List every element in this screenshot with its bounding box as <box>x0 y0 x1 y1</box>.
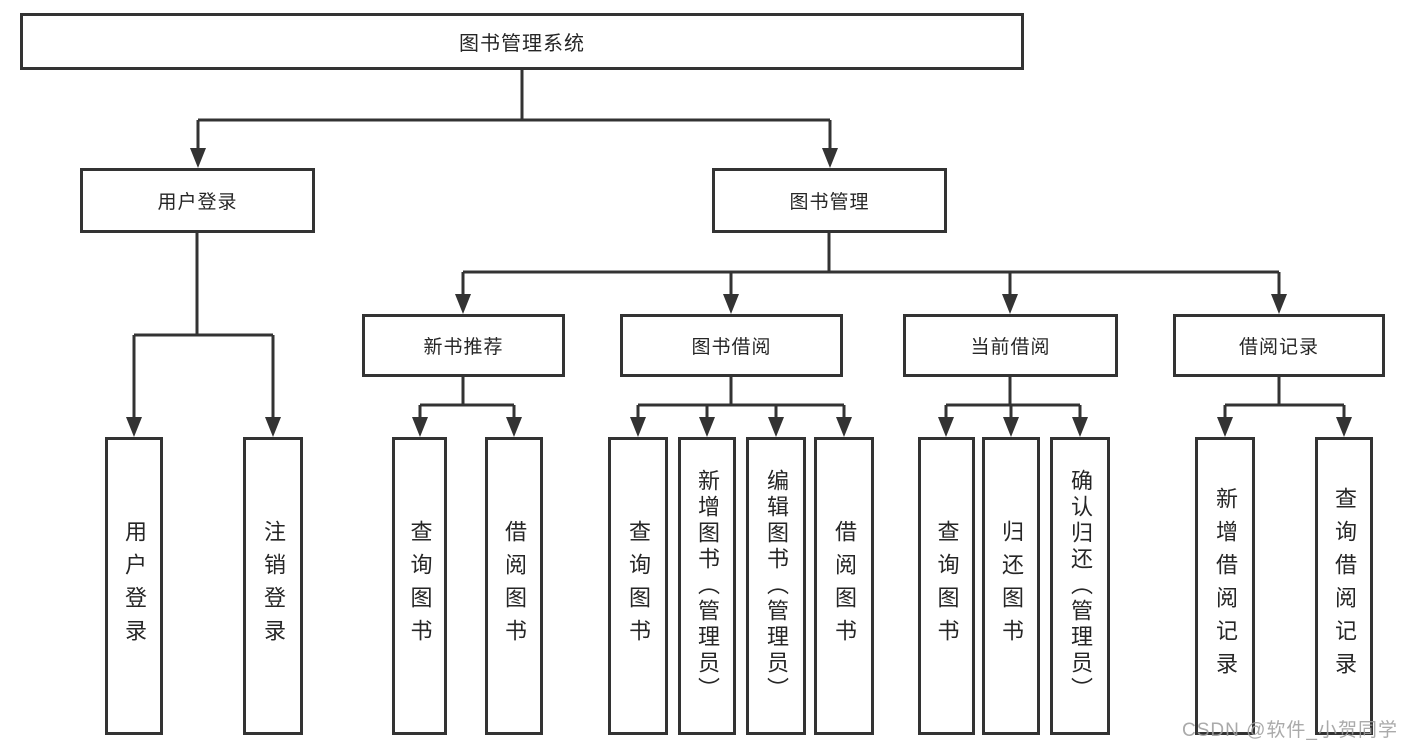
node-label: 借阅图书 <box>502 520 527 652</box>
node-label: 新书推荐 <box>423 337 504 358</box>
node-current-borrowing: 当前借阅 <box>903 314 1118 377</box>
csdn-watermark: CSDN @软件_小贺同学 <box>1182 720 1398 741</box>
node-label: 新增图书（管理员） <box>695 469 720 703</box>
node-library-management-system: 图书管理系统 <box>20 13 1024 70</box>
leaf-query-books-recommend: 查询图书 <box>392 437 447 735</box>
node-label: 图书管理 <box>789 192 870 213</box>
leaf-query-books-borrowing: 查询图书 <box>608 437 668 735</box>
node-label: 用户登录 <box>122 520 147 652</box>
node-user-login: 用户登录 <box>80 168 315 233</box>
node-label: 查询图书 <box>626 520 651 652</box>
leaf-edit-book-admin: 编辑图书（管理员） <box>746 437 806 735</box>
leaf-add-borrow-record: 新增借阅记录 <box>1195 437 1255 735</box>
leaf-confirm-return-admin: 确认归还（管理员） <box>1050 437 1110 735</box>
node-label: 新增借阅记录 <box>1213 487 1238 685</box>
node-label: 编辑图书（管理员） <box>764 469 789 703</box>
node-label: 借阅图书 <box>832 520 857 652</box>
node-book-borrowing: 图书借阅 <box>620 314 843 377</box>
node-label: 图书借阅 <box>691 337 772 358</box>
leaf-borrow-books-borrowing: 借阅图书 <box>814 437 874 735</box>
node-label: 查询图书 <box>934 520 960 652</box>
node-label: 确认归还（管理员） <box>1068 469 1093 703</box>
node-label: 借阅记录 <box>1238 337 1319 358</box>
leaf-add-book-admin: 新增图书（管理员） <box>678 437 736 735</box>
node-label: 图书管理系统 <box>459 33 585 55</box>
leaf-query-borrow-record: 查询借阅记录 <box>1315 437 1373 735</box>
leaf-logout: 注销登录 <box>243 437 303 735</box>
leaf-borrow-books-recommend: 借阅图书 <box>485 437 543 735</box>
node-label: 归还图书 <box>999 520 1024 652</box>
node-label: 用户登录 <box>157 192 238 213</box>
leaf-user-login: 用户登录 <box>105 437 163 735</box>
node-label: 注销登录 <box>261 520 286 652</box>
node-label: 查询图书 <box>407 520 433 652</box>
node-book-management: 图书管理 <box>712 168 947 233</box>
node-label: 查询借阅记录 <box>1332 487 1357 685</box>
node-borrowing-records: 借阅记录 <box>1173 314 1385 377</box>
node-new-book-recommend: 新书推荐 <box>362 314 565 377</box>
leaf-return-books: 归还图书 <box>982 437 1040 735</box>
node-label: 当前借阅 <box>970 337 1051 358</box>
leaf-query-books-current: 查询图书 <box>918 437 975 735</box>
